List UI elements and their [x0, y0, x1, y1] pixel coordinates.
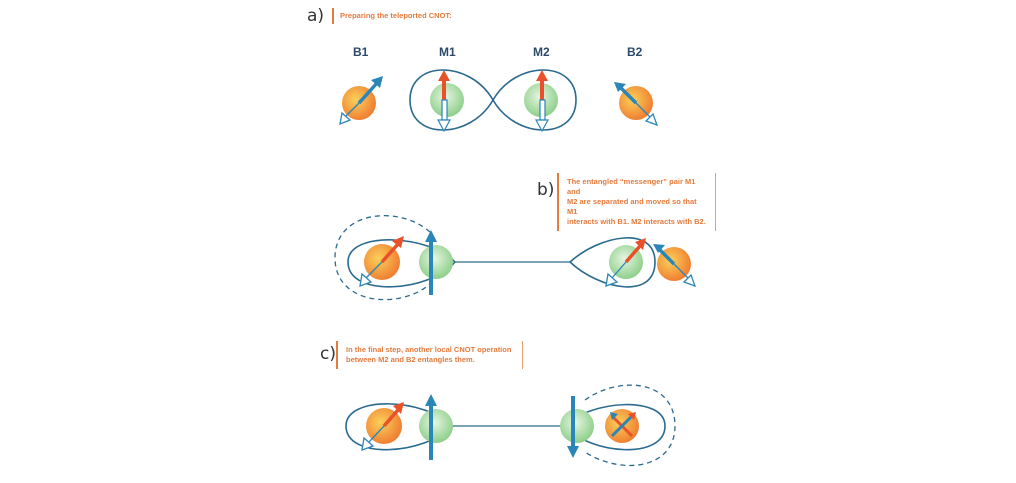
qubit-b2-a [614, 82, 659, 127]
step-c-caption-line: In the final step, another local CNOT op… [346, 345, 512, 354]
qubit-m1-c [419, 394, 453, 460]
qubit-m2-b [605, 238, 646, 287]
entanglement-loop-c-right [564, 403, 666, 451]
dashed-loop-b1 [334, 215, 431, 301]
qubit-m2-c [560, 396, 594, 458]
step-b-caption-line: The entangled “messenger” pair M1 and [567, 177, 696, 196]
entanglement-loop-b-left [347, 239, 456, 288]
label-b1: B1 [353, 45, 369, 59]
qubit-m2-a [524, 70, 558, 133]
step-a-caption-text: Preparing the teleported CNOT: [340, 11, 452, 20]
entanglement-loop-c-left [345, 403, 453, 451]
qubit-b2-c [605, 409, 639, 443]
label-b2: B2 [627, 45, 643, 59]
step-b-letter: b) [537, 180, 555, 200]
qubit-m1-a [430, 70, 464, 133]
dashed-loop-b2 [584, 384, 676, 467]
step-b-caption: The entangled “messenger” pair M1 and M2… [557, 173, 716, 231]
entanglement-loop-a [409, 69, 577, 131]
step-b-caption-line: M2 are separated and moved so that M1 [567, 197, 697, 216]
label-m1: M1 [439, 45, 456, 59]
step-a-caption: Preparing the teleported CNOT: [332, 8, 458, 24]
qubit-b1-b [359, 236, 404, 287]
label-m2: M2 [533, 45, 550, 59]
qubit-b2-b [653, 244, 697, 288]
step-c-caption: In the final step, another local CNOT op… [336, 341, 523, 369]
step-b-caption-line: interacts with B1. M2 interacts with B2. [567, 217, 706, 226]
entanglement-loop-b-right [569, 237, 656, 288]
step-c-letter: c) [320, 344, 336, 364]
qubit-m1-b [419, 230, 453, 295]
step-a-letter: a) [307, 6, 325, 26]
step-c-caption-line: between M2 and B2 entangles them. [346, 355, 475, 364]
qubit-b1-a [339, 76, 383, 126]
qubit-b1-c [361, 402, 404, 451]
